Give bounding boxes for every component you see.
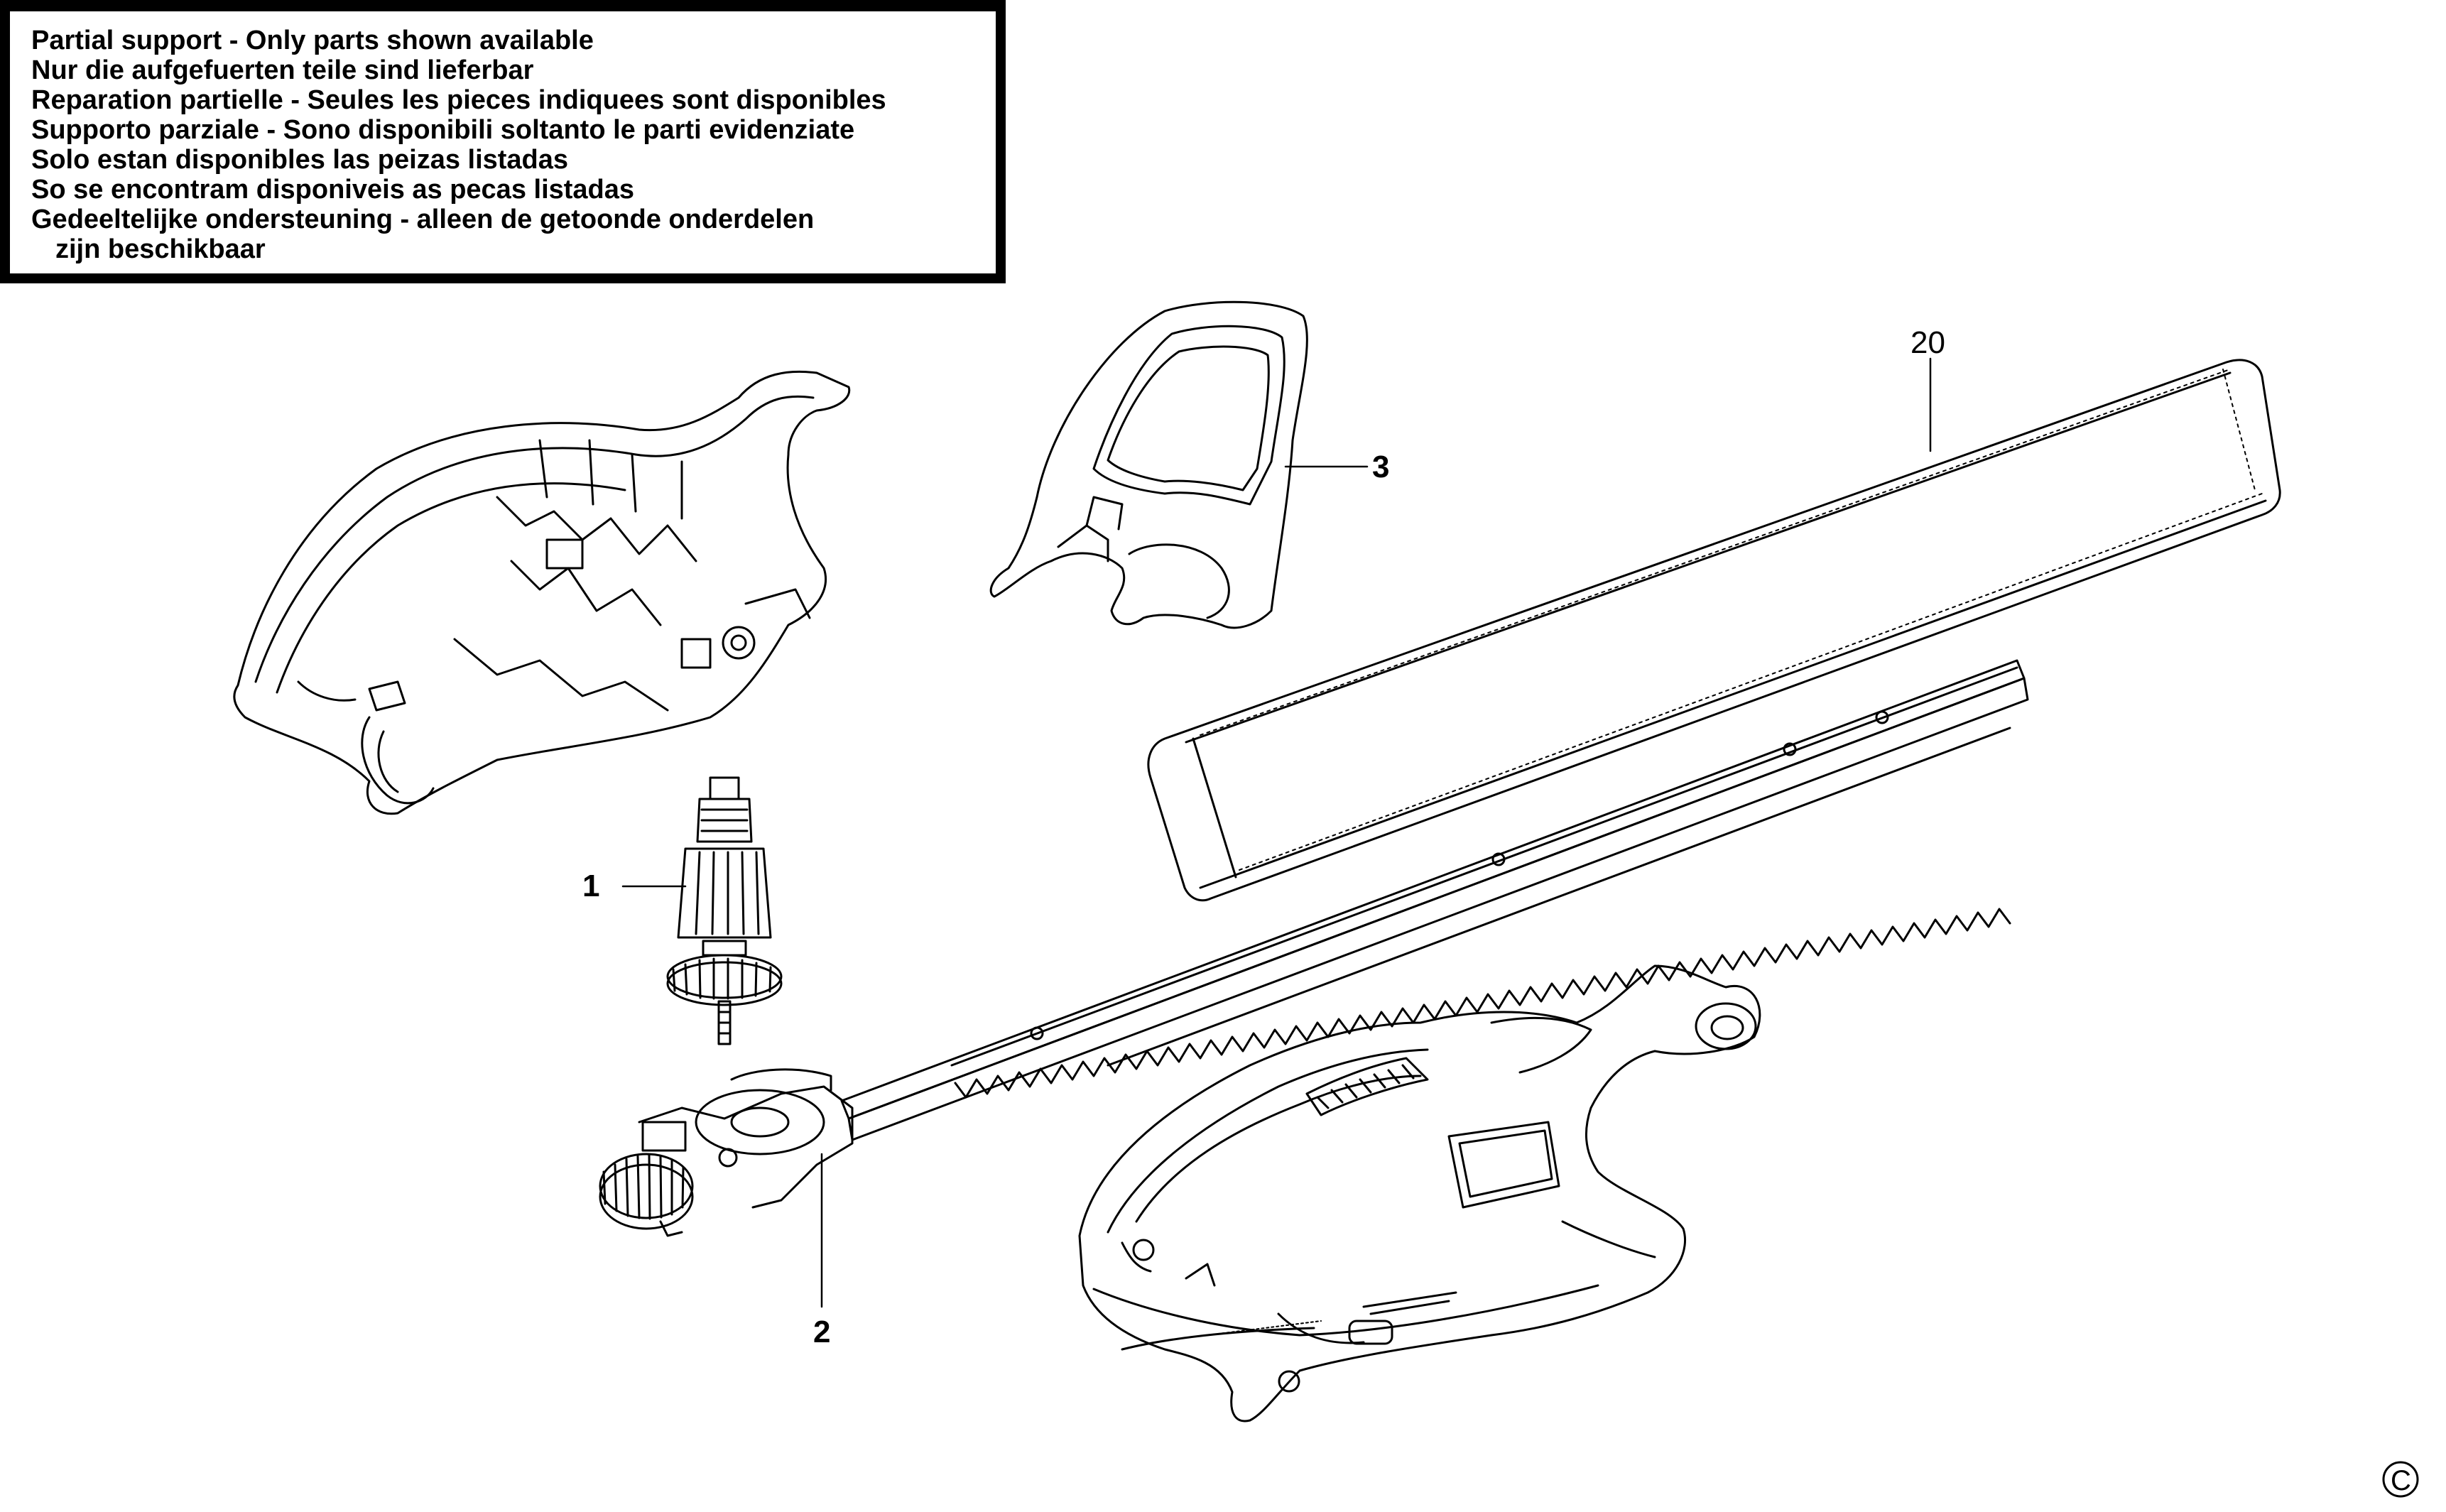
notice-line-nl-cont: zijn beschikbaar bbox=[55, 234, 266, 264]
notice-line-en: Partial support - Only parts shown avail… bbox=[31, 26, 594, 55]
callout-3: 3 bbox=[1372, 450, 1389, 484]
notice-line-fr: Reparation partielle - Seules les pieces… bbox=[31, 85, 886, 115]
availability-notice-box: Partial support - Only parts shown avail… bbox=[0, 0, 1006, 283]
notice-line-nl: Gedeeltelijke ondersteuning - alleen de … bbox=[31, 205, 815, 234]
notice-line-de: Nur die aufgefuerten teile sind lieferba… bbox=[31, 55, 534, 85]
notice-line-it: Supporto parziale - Sono disponibili sol… bbox=[31, 115, 855, 145]
handle-guard bbox=[989, 300, 1308, 629]
callout-1: 1 bbox=[582, 869, 599, 903]
copyright-letter: C bbox=[2391, 1465, 2411, 1496]
armature bbox=[666, 776, 783, 1045]
copyright-icon: C bbox=[2382, 1461, 2419, 1498]
callout-2: 2 bbox=[813, 1315, 830, 1349]
blade-assembly bbox=[599, 659, 2029, 1237]
notice-line-es: Solo estan disponibles las peizas listad… bbox=[31, 145, 569, 175]
housing-upper-half bbox=[233, 370, 851, 815]
notice-line-pt: So se encontram disponiveis as pecas lis… bbox=[31, 175, 635, 205]
callout-20: 20 bbox=[1910, 325, 1945, 360]
blade-cover bbox=[1147, 359, 2281, 902]
trimmer-body bbox=[1078, 964, 1761, 1423]
